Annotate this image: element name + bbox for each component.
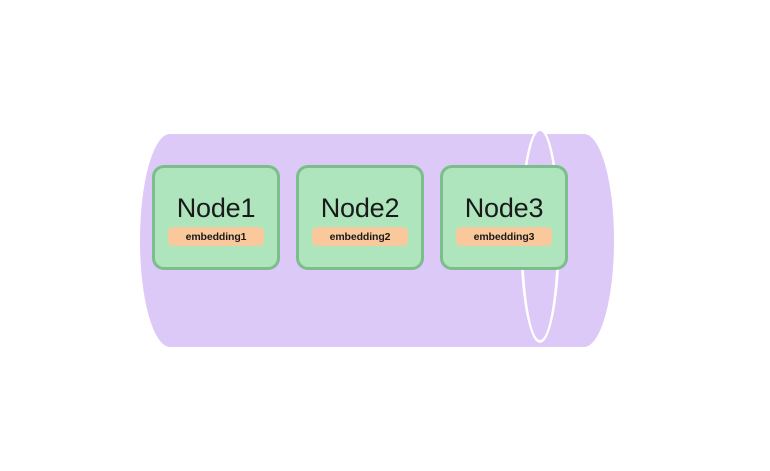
node-box-1[interactable]: Node1 embedding1 (152, 165, 280, 270)
embedding-label: embedding2 (329, 230, 391, 243)
node-title: Node1 (176, 193, 256, 223)
embedding-label: embedding1 (185, 230, 247, 243)
node-title: Node2 (320, 193, 400, 223)
embedding-pill[interactable]: embedding1 (168, 227, 264, 246)
embedding-label: embedding3 (473, 230, 535, 243)
node-title: Node3 (464, 193, 544, 223)
embedding-pill[interactable]: embedding2 (312, 227, 408, 246)
embedding-pill[interactable]: embedding3 (456, 227, 552, 246)
node-box-3[interactable]: Node3 embedding3 (440, 165, 568, 270)
node-box-2[interactable]: Node2 embedding2 (296, 165, 424, 270)
